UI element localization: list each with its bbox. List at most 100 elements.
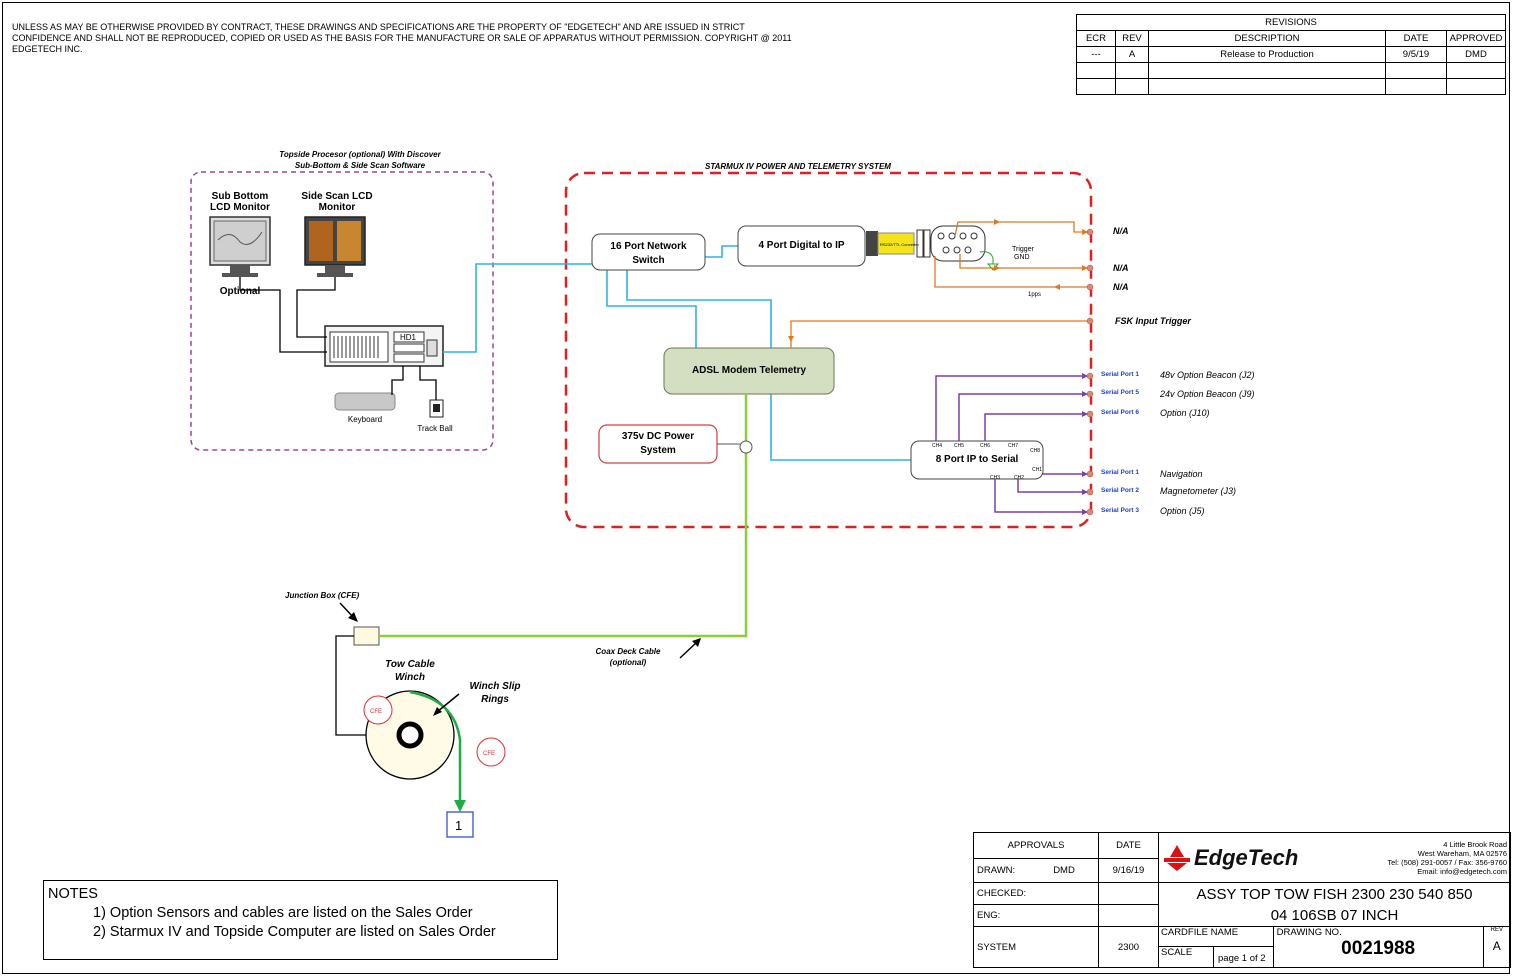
output-na-label: N/A: [1113, 263, 1129, 273]
starmux-title: STARMUX IV POWER AND TELEMETRY SYSTEM: [705, 162, 891, 171]
disclaimer-text: UNLESS AS MAY BE OTHERWISE PROVIDED BY C…: [12, 22, 792, 54]
optional-label: Optional: [219, 286, 261, 297]
connector-icon: [866, 231, 878, 256]
notes-title: NOTES: [48, 886, 98, 902]
revisions-table: REVISIONS ECR REV DESCRIPTION DATE APPRO…: [1076, 14, 1506, 95]
connector-block-icon: [916, 225, 986, 262]
output-na-label: N/A: [1113, 282, 1129, 292]
junction-box: [353, 626, 380, 646]
trigger-arrows: [788, 219, 1088, 342]
trackball-label: Track Ball: [417, 424, 453, 433]
page-label: page 1 of 2: [1218, 953, 1266, 964]
ch-label: CH5: [954, 443, 964, 449]
ethernet-cables: [443, 245, 912, 461]
serial-output-label: Magnetometer (J3): [1160, 486, 1237, 496]
cfe-badge: [476, 737, 506, 767]
sub-bottom-monitor-label: Sub Bottom LCD Monitor: [210, 191, 270, 213]
cfe-badge: [363, 695, 393, 725]
side-scan-monitor-icon: [304, 216, 366, 277]
date-header: DATE: [1098, 832, 1159, 859]
checked-label: CHECKED:: [973, 882, 1099, 905]
ch-label: CH8: [1030, 448, 1040, 454]
topside-boundary: [190, 171, 494, 451]
output-na-label: N/A: [1113, 226, 1129, 236]
serial-output-label: Option (J10): [1160, 408, 1210, 418]
sheet-reference-label: 1: [455, 818, 462, 833]
company-name: EdgeTech: [1194, 844, 1299, 870]
starmux-boundary: [564, 171, 1093, 529]
serial-port-label: Serial Port 1: [1101, 469, 1139, 476]
drawing-number: 0021988: [1341, 938, 1416, 959]
adsl-modem-box: [663, 347, 835, 395]
cfe-label: CFE: [483, 751, 495, 757]
winch-hub-icon: [396, 721, 424, 749]
cardfile-cell: CARDFILE NAME SCALE page 1 of 2: [1158, 926, 1274, 968]
serial-output-label: Option (J5): [1160, 506, 1205, 516]
serial-arrows: [1082, 373, 1088, 515]
company-cell: EdgeTech 4 Little Brook Road West Wareha…: [1158, 832, 1511, 883]
cardfile-label: CARDFILE NAME: [1159, 927, 1273, 947]
terminal-dots: [1086, 228, 1094, 325]
serial-port-label: Serial Port 6: [1101, 409, 1139, 416]
serial-port-label: Serial Port 1: [1101, 371, 1139, 378]
table-row: --- A Release to Production 9/5/19 DMD: [1076, 46, 1506, 63]
topside-title: Topside Procesor (optional) With Discove…: [279, 150, 441, 170]
serial-port-label: Serial Port 5: [1101, 389, 1139, 396]
converter-label: RS232/TTL Converter: [880, 242, 920, 247]
rev-cell: REV A: [1482, 926, 1512, 968]
rev-value: A: [1492, 939, 1501, 953]
serial-lines: [935, 375, 1088, 513]
junction-box-label: Junction Box (CFE): [285, 591, 360, 600]
drawing-number-cell: DRAWING NO. 0021988: [1272, 926, 1484, 968]
fsk-trigger-label: FSK Input Trigger: [1115, 316, 1191, 326]
keyboard-icon: [334, 392, 396, 411]
system-label: SYSTEM: [973, 926, 1099, 968]
coax-cable-label: Coax Deck Cable (optional): [595, 647, 661, 667]
adsl-modem-label: ADSL Modem Telemetry: [691, 365, 807, 376]
sub-bottom-monitor-icon: [209, 216, 271, 277]
notes-box: NOTES 1) Option Sensors and cables are l…: [43, 880, 558, 960]
eng-label: ENG:: [973, 904, 1099, 927]
converter-icon: [877, 232, 915, 255]
drawn-label: DRAWN:: [973, 858, 1051, 883]
serial-port-label: Serial Port 2: [1101, 487, 1139, 494]
ch-label: CH7: [1008, 443, 1018, 449]
note-item: 2) Starmux IV and Topside Computer are l…: [93, 924, 496, 940]
processor-icon: [324, 325, 444, 367]
drawn-date: 9/16/19: [1098, 858, 1159, 883]
edgetech-logo-icon: [1164, 844, 1190, 871]
rev-label: REV: [1490, 927, 1503, 933]
side-scan-monitor-label: Side Scan LCD Monitor: [301, 191, 373, 213]
ch-label: CH6: [980, 443, 990, 449]
sheet-reference-box: [446, 811, 474, 838]
serial-port-label: Serial Port 3: [1101, 507, 1139, 514]
coax-cable: [380, 394, 748, 638]
ch-label: CH4: [932, 443, 942, 449]
slip-ring-cable: [409, 690, 462, 805]
ch-label: CH2: [1014, 475, 1024, 481]
ch-label: CH1: [1032, 467, 1042, 473]
network-switch-box: [591, 233, 706, 271]
serial-output-label: 24v Option Beacon (J9): [1160, 389, 1255, 399]
trigger-label: Trigger: [1012, 246, 1035, 253]
slip-rings-label: Winch Slip Rings: [469, 681, 521, 705]
drawing-title: ASSY TOP TOW FISH 2300 230 540 850 04 10…: [1158, 882, 1511, 927]
digital-to-ip-label: 4 Port Digital to IP: [758, 240, 845, 251]
ch-label: CH3: [990, 475, 1000, 481]
scale-label: SCALE: [1159, 947, 1214, 967]
power-system-label: 375v DC Power System: [621, 431, 695, 456]
gnd-label: GND: [1014, 254, 1030, 261]
pps-label: 1pps: [1028, 292, 1041, 298]
trackball-icon: [429, 399, 444, 418]
serial-output-label: Navigation: [1160, 469, 1203, 479]
title-block: APPROVALS DATE EdgeTech 4 Little Brook R…: [973, 832, 1512, 968]
table-row: [1076, 78, 1506, 95]
ip-to-serial-box: [910, 440, 1044, 480]
digital-to-ip-box: [737, 225, 866, 267]
serial-output-label: 48v Option Beacon (J2): [1160, 370, 1255, 380]
ip-to-serial-label: 8 Port IP to Serial: [935, 454, 1019, 465]
note-item: 1) Option Sensors and cables are listed …: [93, 905, 473, 921]
drawn-by: DMD: [1050, 858, 1100, 883]
